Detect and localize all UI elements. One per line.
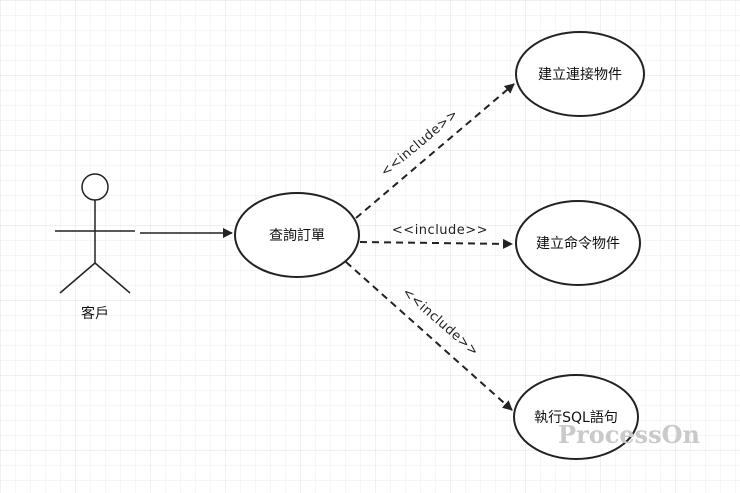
- actor-head: [81, 173, 109, 201]
- use-case-query-label: 查詢訂單: [269, 228, 325, 244]
- include-arrow-connection[interactable]: [355, 83, 515, 219]
- use-case-query-ellipse: [234, 192, 360, 278]
- use-case-execute-ellipse: [513, 374, 639, 460]
- include-arrow-execute[interactable]: [345, 261, 513, 411]
- actor-left-leg: [59, 262, 96, 294]
- use-case-execute-sql[interactable]: 執行SQL語句: [513, 374, 639, 460]
- use-case-command-label: 建立命令物件: [536, 235, 620, 252]
- actor-customer[interactable]: 客戶: [55, 173, 135, 322]
- use-case-execute-label: 執行SQL語句: [534, 410, 618, 426]
- actor-right-leg: [94, 262, 131, 294]
- use-case-create-connection[interactable]: 建立連接物件: [515, 31, 645, 117]
- watermark-logo: ProcessOn: [558, 420, 700, 449]
- include-arrow-command[interactable]: [359, 238, 513, 249]
- use-case-connection-ellipse: [515, 31, 645, 117]
- include-label-middle: <<include>>: [392, 223, 488, 238]
- use-case-command-ellipse: [515, 200, 641, 286]
- use-case-connection-label: 建立連接物件: [538, 66, 622, 83]
- use-case-query-order[interactable]: 查詢訂單: [234, 192, 360, 278]
- actor-label: 客戶: [81, 305, 109, 322]
- use-case-create-command[interactable]: 建立命令物件: [515, 200, 641, 286]
